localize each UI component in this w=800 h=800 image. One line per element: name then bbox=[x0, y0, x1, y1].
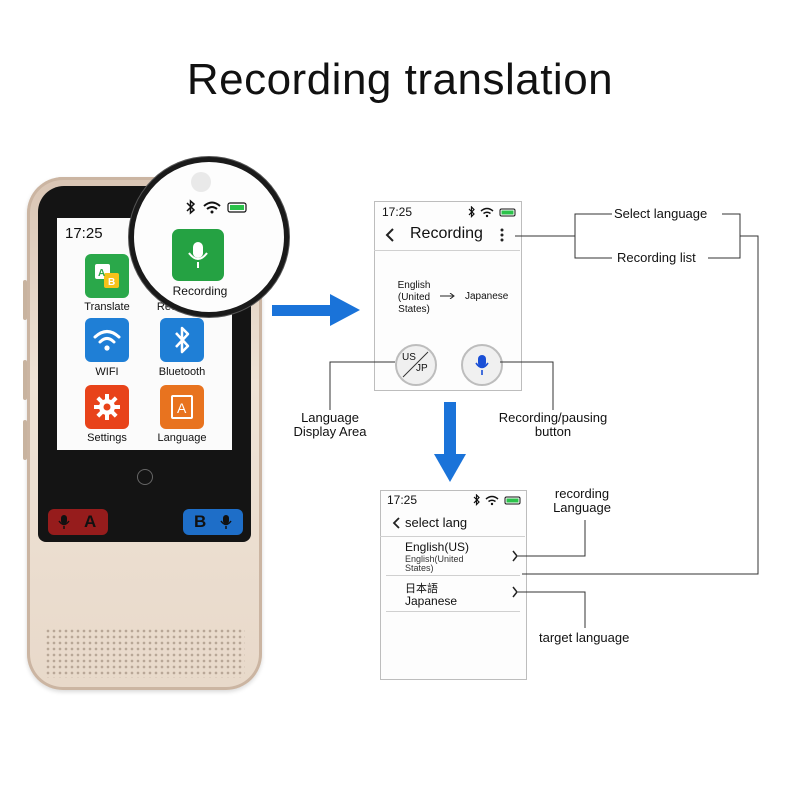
recording-screen-title: Recording bbox=[410, 225, 483, 242]
translate-icon: A B bbox=[95, 264, 119, 288]
item-1-primary: English(US) bbox=[405, 540, 470, 554]
app-wifi-label: WIFI bbox=[95, 366, 119, 378]
record-pause-button[interactable] bbox=[461, 344, 503, 386]
annotation-rpb-line-2: button bbox=[534, 424, 572, 439]
recording-status-icons bbox=[468, 206, 516, 218]
arrow-right-icon bbox=[272, 294, 360, 326]
svg-text:A: A bbox=[177, 400, 187, 416]
annotation-target-language: target language bbox=[539, 630, 630, 645]
annotation-rl-line-2: Language bbox=[553, 500, 611, 515]
item-divider bbox=[386, 575, 520, 576]
annotation-language-display-area: Language Display Area bbox=[280, 411, 380, 439]
speak-a-button[interactable] bbox=[48, 509, 108, 535]
app-wifi-button[interactable] bbox=[85, 318, 129, 362]
app-bluetooth-label: Bluetooth bbox=[158, 366, 206, 378]
microphone-b-icon bbox=[220, 515, 232, 529]
speaker-grille bbox=[45, 628, 245, 678]
status-time: 17:25 bbox=[65, 225, 103, 242]
recording-status-time: 17:25 bbox=[382, 205, 413, 219]
app-settings-button[interactable] bbox=[85, 385, 129, 429]
lang-divider-icon bbox=[402, 351, 429, 378]
arrow-to-icon bbox=[440, 293, 455, 299]
annotation-recording-language: recording Language bbox=[540, 487, 624, 515]
target-language-text: Japanese bbox=[465, 291, 509, 302]
app-translate-button[interactable]: A B bbox=[85, 254, 129, 298]
annotation-select-language: Select language bbox=[614, 206, 708, 221]
page-title: Recording translation bbox=[186, 55, 614, 104]
side-key-upper[interactable] bbox=[23, 280, 27, 320]
select-status-icons bbox=[473, 494, 521, 506]
annotation-lda-line-2: Display Area bbox=[293, 424, 367, 439]
button-b-label: B bbox=[194, 512, 207, 531]
lang-badge-top: US bbox=[402, 352, 416, 363]
select-screen-title: select lang bbox=[405, 515, 468, 530]
source-line-1: English bbox=[397, 280, 431, 291]
more-menu-icon[interactable] bbox=[499, 227, 505, 243]
speak-b-button[interactable] bbox=[183, 509, 243, 535]
side-key-middle[interactable] bbox=[23, 360, 27, 400]
wifi-icon bbox=[93, 330, 121, 351]
magnified-recording-label: Recording bbox=[172, 284, 228, 298]
app-settings-label: Settings bbox=[87, 432, 127, 444]
recording-header-divider bbox=[374, 250, 520, 251]
svg-text:B: B bbox=[108, 277, 115, 288]
home-button[interactable] bbox=[137, 469, 153, 485]
source-line-2: (United bbox=[397, 292, 431, 303]
microphone-a-icon bbox=[58, 515, 70, 529]
source-language-text: English (United States) bbox=[392, 280, 436, 316]
arrow-down-icon bbox=[434, 402, 466, 482]
button-a-label: A bbox=[84, 512, 97, 531]
app-language-label: Language bbox=[157, 432, 207, 444]
annotation-recording-list: Recording list bbox=[617, 250, 696, 265]
annotation-rpb-line-1: Recording/pausing bbox=[498, 410, 608, 425]
source-line-3: States) bbox=[398, 304, 430, 315]
chevron-right-icon-2 bbox=[512, 586, 518, 598]
item-1-secondary: English(United States) bbox=[405, 555, 464, 573]
record-microphone-icon bbox=[475, 355, 489, 375]
gear-icon bbox=[94, 394, 120, 420]
language-icon: A bbox=[171, 395, 193, 419]
microphone-icon bbox=[188, 242, 208, 268]
item-1-secondary-line-2: States) bbox=[405, 563, 434, 573]
chevron-right-icon bbox=[512, 550, 518, 562]
language-swap-button[interactable] bbox=[395, 344, 437, 386]
select-status-time: 17:25 bbox=[387, 493, 418, 507]
annotation-rl-line-1: recording bbox=[554, 486, 610, 501]
select-language-screen bbox=[380, 490, 527, 680]
item-1-secondary-line-1: English(United bbox=[405, 554, 464, 564]
annotation-recording-pausing-button: Recording/pausing button bbox=[488, 411, 618, 439]
lang-badge-bottom: JP bbox=[416, 363, 428, 374]
item-2-primary: 日本語 bbox=[405, 583, 438, 595]
bluetooth-icon bbox=[175, 326, 190, 354]
annotation-lda-line-1: Language bbox=[301, 410, 359, 425]
app-bluetooth-button[interactable] bbox=[160, 318, 204, 362]
magnified-recording-button[interactable] bbox=[172, 229, 224, 281]
magnifier-status-icons bbox=[186, 199, 247, 215]
back-chevron-icon[interactable] bbox=[384, 227, 396, 243]
side-key-lower[interactable] bbox=[23, 420, 27, 460]
svg-text:A: A bbox=[98, 268, 105, 279]
app-language-button[interactable]: A bbox=[160, 385, 204, 429]
item-2-secondary: Japanese bbox=[405, 594, 458, 608]
item-divider-2 bbox=[386, 611, 520, 612]
app-translate-label: Translate bbox=[84, 301, 130, 313]
select-back-chevron-icon[interactable] bbox=[392, 516, 402, 530]
select-header-divider bbox=[380, 536, 525, 537]
camera-icon bbox=[191, 172, 211, 192]
